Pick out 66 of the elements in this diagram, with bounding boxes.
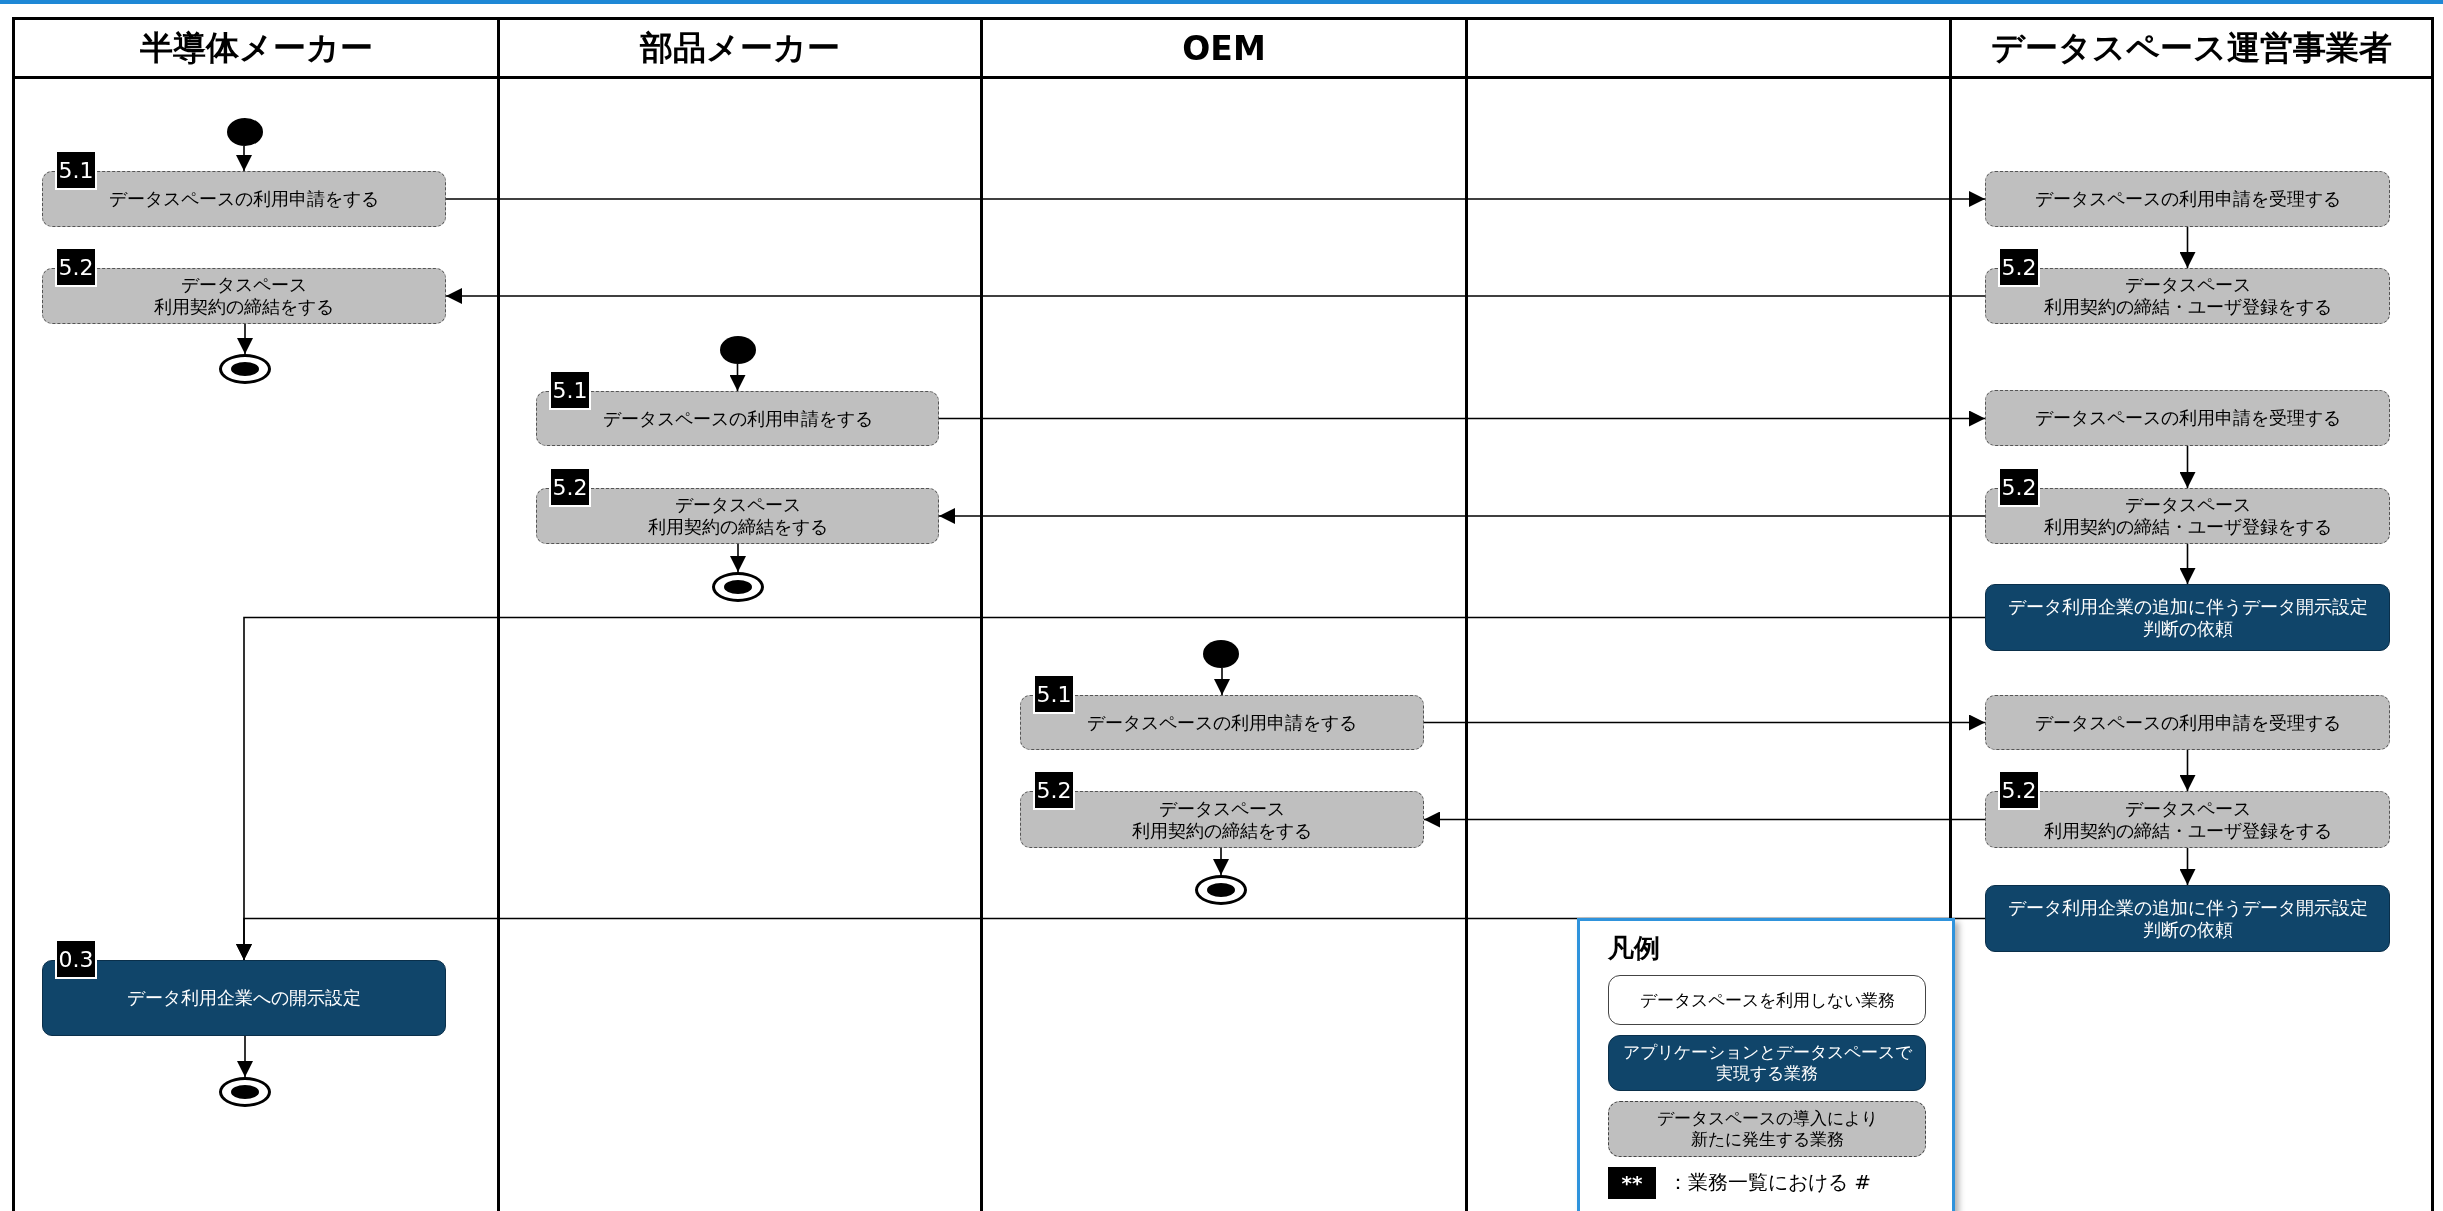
step-number: 5.2: [1998, 247, 2040, 287]
process-box: [1985, 695, 2390, 750]
process-box: [1985, 885, 2390, 952]
arrow: [237, 1035, 253, 1078]
arrow: [1213, 847, 1229, 876]
step-number: 5.2: [55, 247, 97, 287]
process-label: データスペース利用契約の締結・ユーザ登録をする: [2043, 274, 2332, 318]
process-label: データスペースの利用申請をする: [109, 188, 379, 210]
process-box: [1985, 584, 2390, 651]
process-label: データスペースの利用申請をする: [602, 407, 873, 430]
step-number: 5.2: [1998, 770, 2040, 810]
step-number: 5.2: [1033, 770, 1075, 810]
process-label: データスペース利用契約の締結・ユーザ登録をする: [2043, 494, 2332, 538]
arrow: [236, 145, 252, 172]
process-label: データ利用企業への開示設定: [127, 987, 361, 1009]
end-node: [219, 354, 271, 384]
lane-header: 部品メーカー: [640, 26, 840, 69]
process-label: データスペースの利用申請を受理する: [2034, 407, 2341, 429]
arrow: [2179, 847, 2196, 886]
process-label: データスペース利用契約の締結をする: [647, 494, 828, 538]
lane-header: 半導体メーカー: [139, 26, 373, 69]
arrow: [730, 543, 746, 573]
arrow: [938, 508, 1986, 524]
arrow: [1214, 667, 1230, 696]
step-number: 5.2: [1998, 467, 2040, 507]
step-number: 5.1: [1033, 674, 1075, 714]
process-label: データスペースの利用申請を受理する: [2034, 711, 2341, 734]
legend-swatch: アプリケーションとデータスペースで実現する業務: [1608, 1035, 1926, 1091]
process-label: データスペース利用契約の締結をする: [154, 274, 334, 318]
end-node: [712, 572, 764, 602]
step-number: 0.3: [55, 939, 97, 979]
step-number: 5.1: [549, 370, 591, 410]
lane-header: OEM: [1182, 28, 1266, 68]
process-label: データ利用企業の追加に伴うデータ開示設定判断の依頼: [2007, 896, 2368, 941]
arrow: [445, 191, 1986, 207]
end-node: [1195, 875, 1247, 905]
process-label: データスペース利用契約の締結をする: [1132, 797, 1312, 842]
process-label: データ利用企業の追加に伴うデータ開示設定判断の依頼: [2007, 595, 2368, 640]
process-box: [1985, 390, 2390, 446]
legend-title: 凡例: [1608, 932, 1660, 965]
step-number: 5.1: [55, 150, 97, 190]
step-number: 5.2: [549, 467, 591, 507]
arrow: [1423, 811, 1986, 828]
legend-swatch: **: [1608, 1167, 1656, 1199]
process-box: [1985, 171, 2390, 227]
end-node: [219, 1077, 271, 1107]
process-label: データスペース利用契約の締結・ユーザ登録をする: [2043, 797, 2332, 842]
lane-header: データスペース運営事業者: [1991, 26, 2392, 69]
process-label: データスペースの利用申請をする: [1087, 711, 1357, 734]
arrow: [237, 323, 253, 355]
arrow: [1423, 714, 1986, 731]
process-label: データスペースの利用申請を受理する: [2034, 188, 2341, 210]
arrow: [2179, 749, 2196, 792]
start-node: [227, 118, 263, 146]
legend-text: ：業務一覧における #: [1668, 1169, 1872, 1196]
arrow: [2179, 226, 2196, 269]
arrow: [938, 410, 1986, 427]
arrow: [2179, 445, 2196, 489]
arrow: [2179, 543, 2196, 585]
legend-swatch: データスペースを利用しない業務: [1608, 975, 1926, 1025]
arrow: [729, 363, 746, 392]
start-node: [1203, 640, 1239, 668]
legend-swatch: データスペースの導入により新たに発生する業務: [1608, 1101, 1926, 1157]
start-node: [720, 336, 756, 364]
swimlane: [1949, 17, 2434, 1211]
arrow: [445, 288, 1986, 304]
